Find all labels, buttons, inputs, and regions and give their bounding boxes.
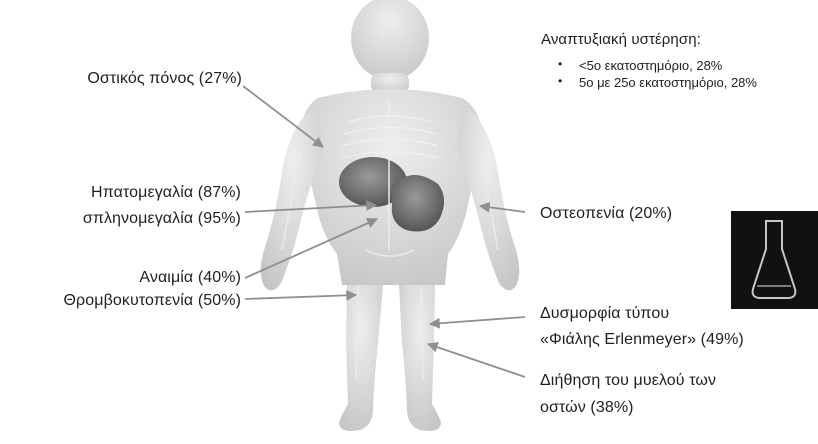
hepatomegaly-label: Ηπατομεγαλία (87%): [43, 184, 241, 202]
osteopenia-label: Οστεοπενία (20%): [540, 205, 672, 223]
arrow-marrow: [428, 344, 525, 377]
growth-retardation-list: <5ο εκατοστημόριο, 28% 5ο με 25ο εκατοστ…: [558, 58, 793, 93]
erlenmeyer-label-line-1: Δυσμορφία τύπου: [540, 305, 669, 323]
erlenmeyer-flask-photo: [731, 211, 818, 309]
bone-pain-label: Οστικός πόνος (27%): [37, 70, 242, 88]
marrow-label-line-1: Διήθηση του μυελού των: [540, 372, 716, 390]
arrow-erlenmeyer: [430, 317, 525, 324]
right-leg-shape: [399, 285, 441, 431]
erlenmeyer-label-line-2: «Φιάλης Erlenmeyer» (49%): [540, 331, 744, 349]
growth-retardation-title: Αναπτυξιακή υστέρηση:: [541, 31, 701, 48]
splenomegaly-label: σπληνομεγαλία (95%): [43, 210, 241, 228]
head-shape: [351, 0, 429, 80]
spleen-shape: [392, 175, 444, 232]
child-figure: [261, 0, 520, 431]
left-leg-shape: [339, 285, 383, 431]
growth-item-2: 5ο με 25ο εκατοστημόριο, 28%: [558, 75, 793, 91]
arrow-thrombocytopenia: [245, 295, 356, 299]
growth-item-1: <5ο εκατοστημόριο, 28%: [558, 58, 793, 74]
anemia-label: Αναιμία (40%): [90, 269, 241, 287]
thrombocytopenia-label: Θρομβοκυτοπενία (50%): [0, 292, 241, 310]
marrow-label-line-2: οστών (38%): [540, 399, 634, 417]
